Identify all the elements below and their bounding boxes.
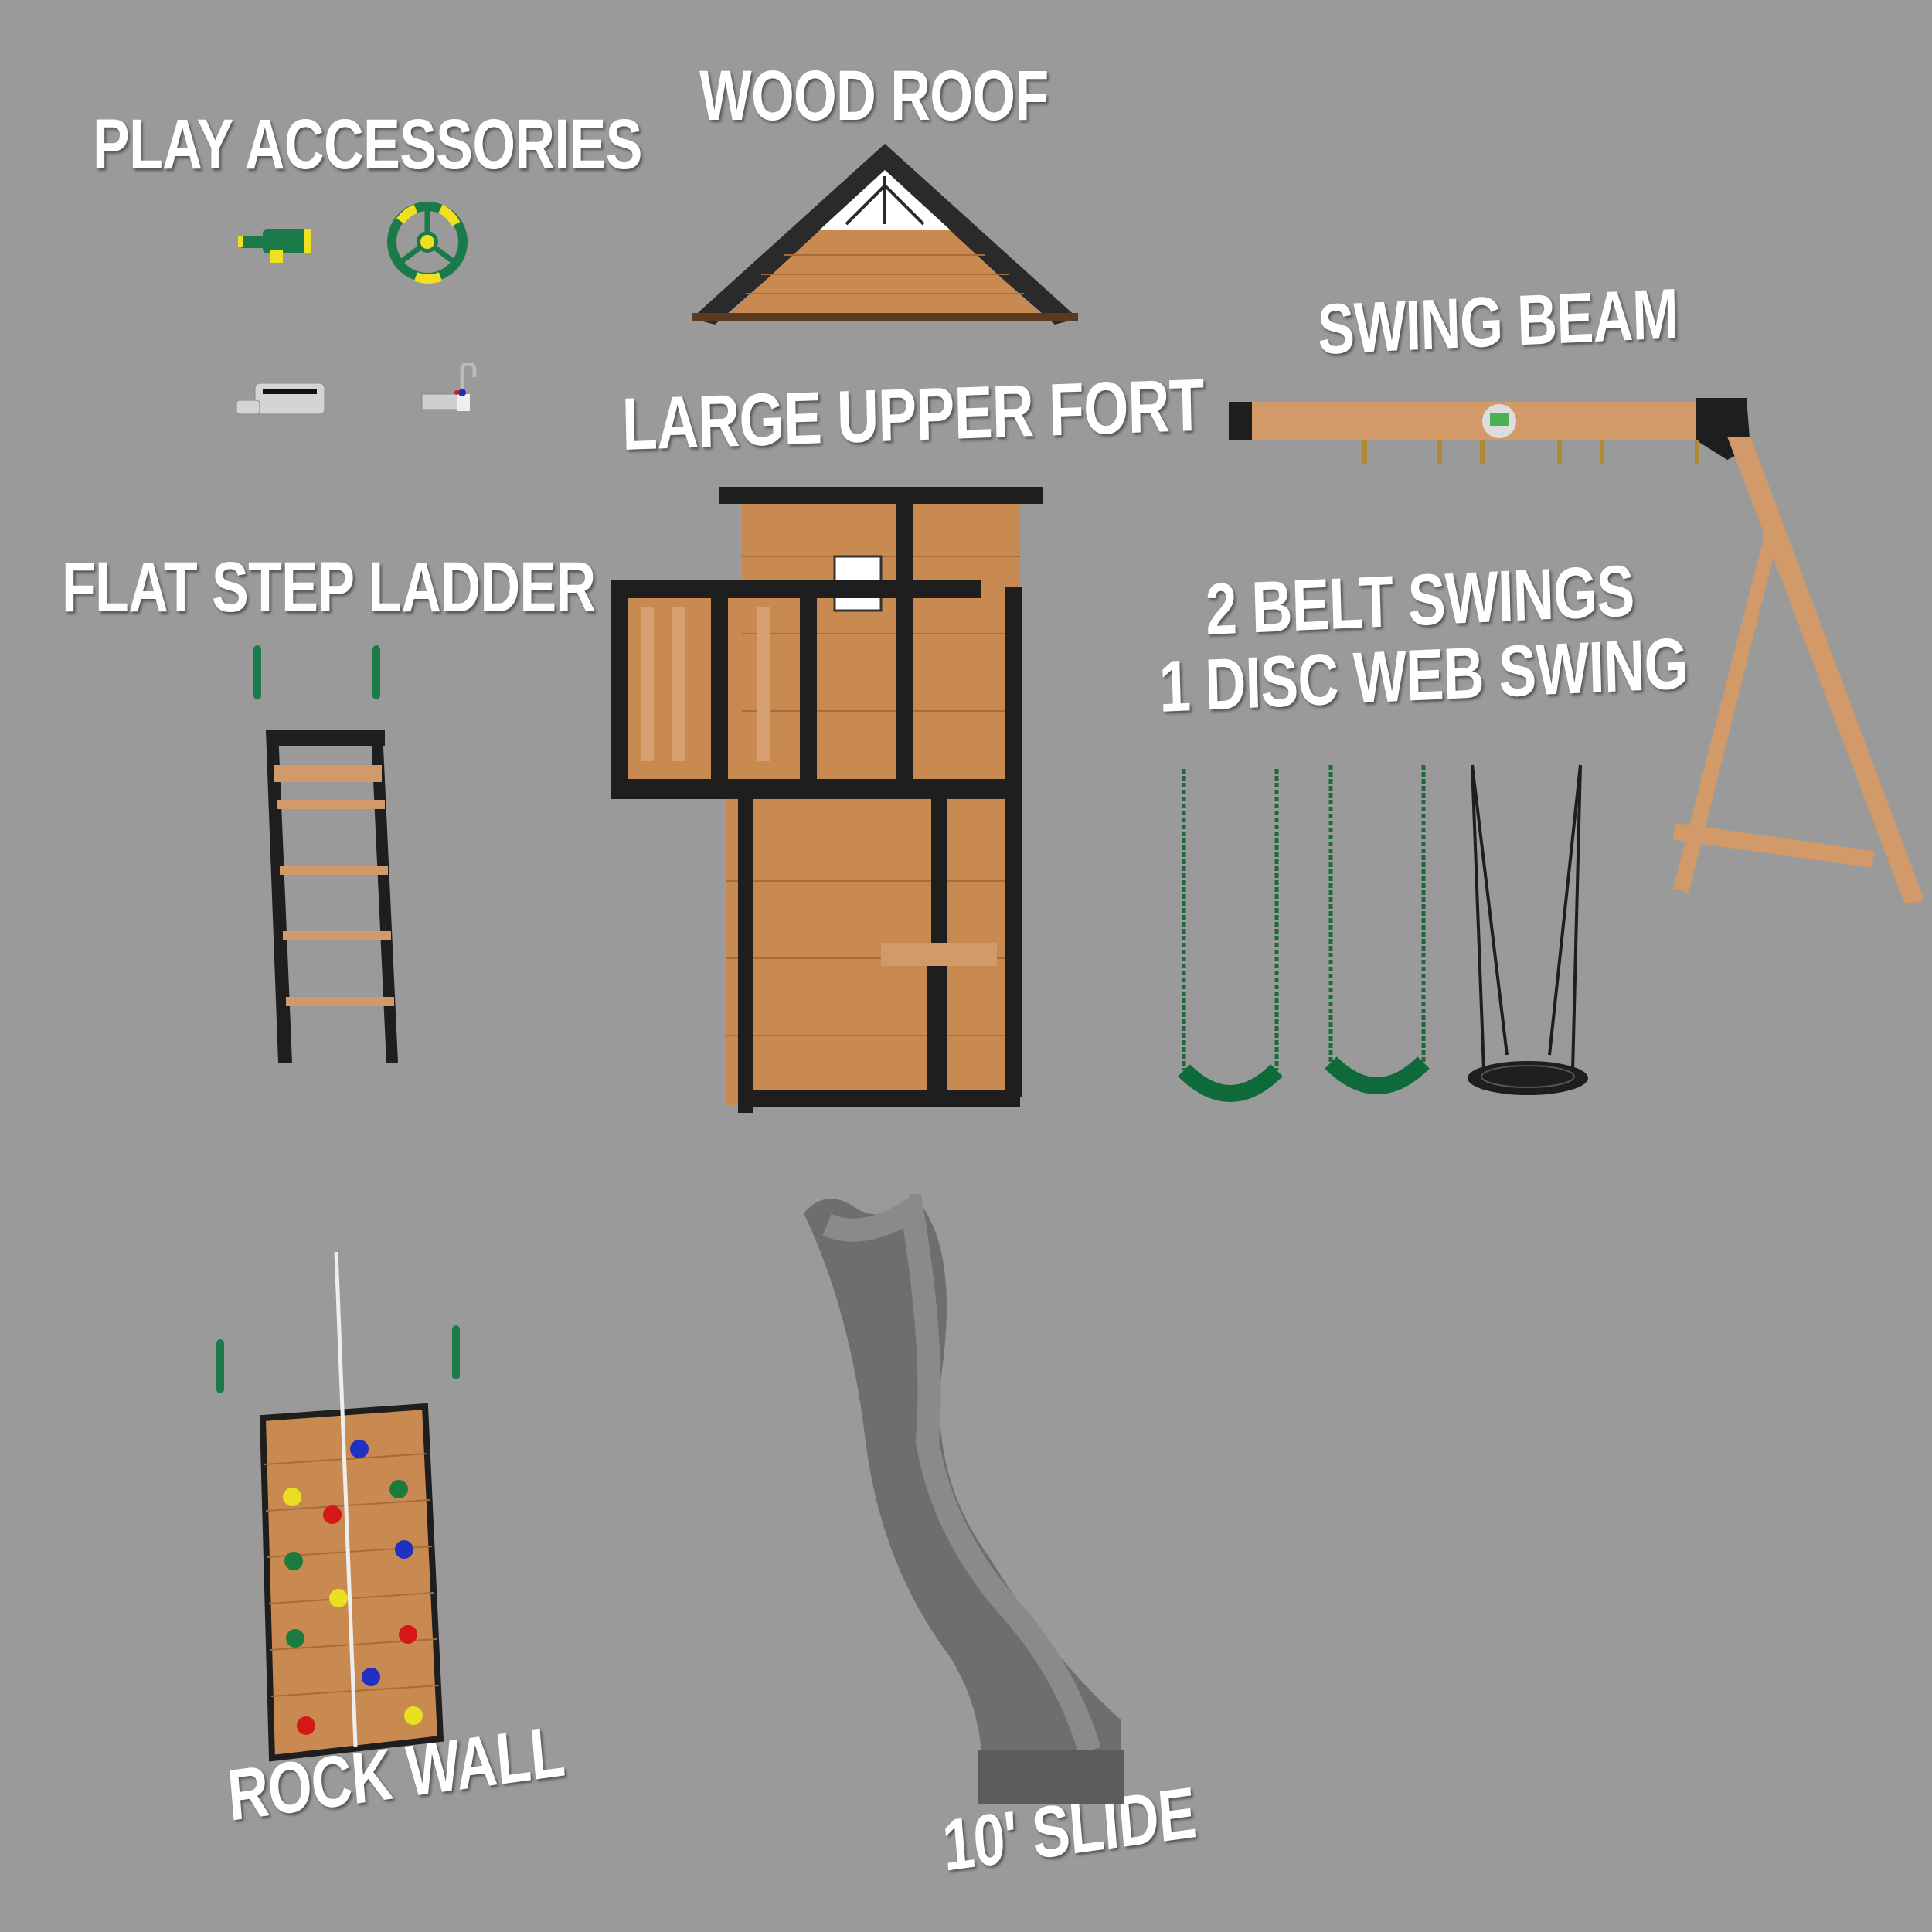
rock-wall-handle-icon	[216, 1339, 224, 1393]
ladder-handle-icon	[372, 645, 380, 699]
rope-icon	[334, 1251, 358, 1747]
label-flat-step-ladder: FLAT STEP LADDER	[62, 548, 596, 627]
telescope-icon	[238, 229, 311, 263]
label-swing-beam: SWING BEAM	[1316, 274, 1679, 369]
belt-swing-icon	[1178, 1064, 1283, 1102]
label-play-accessories: PLAY ACCESSORIES	[93, 105, 642, 184]
slide	[804, 1194, 1124, 1804]
swing-beam	[1229, 398, 1924, 904]
flat-step-ladder	[253, 645, 398, 1063]
rock-wall	[216, 1251, 460, 1762]
label-large-upper-fort: LARGE UPPER FORT	[621, 363, 1205, 466]
play-sink-icon	[421, 363, 477, 411]
rock-wall-handle-icon	[452, 1325, 460, 1379]
wood-roof	[692, 144, 1078, 325]
steering-wheel-icon	[387, 202, 468, 284]
toy-panel-icon	[236, 383, 325, 415]
belt-swing-icon	[1325, 1056, 1430, 1094]
swings-group	[1178, 764, 1588, 1102]
label-wood-roof: WOOD ROOF	[699, 56, 1049, 135]
ladder-handle-icon	[253, 645, 261, 699]
large-upper-fort	[611, 487, 1043, 1113]
disc-web-swing-icon	[1468, 1061, 1588, 1095]
picnic-table-icon	[881, 943, 997, 966]
